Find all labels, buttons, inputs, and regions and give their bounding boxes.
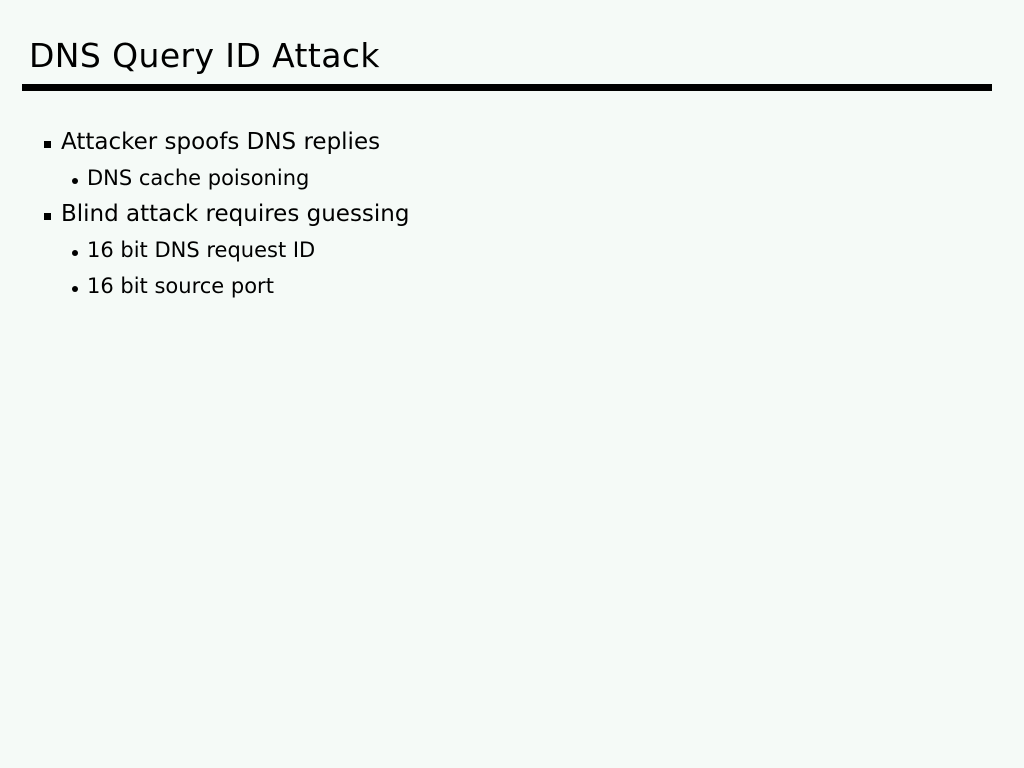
bullet-list: Attacker spoofs DNS replies DNS cache po… (0, 126, 1024, 306)
list-item-label: 16 bit source port (87, 274, 274, 298)
list-item: Blind attack requires guessing (0, 198, 1024, 234)
round-bullet-icon (72, 250, 78, 256)
list-item-label: Blind attack requires guessing (61, 201, 410, 227)
square-bullet-icon (44, 213, 51, 220)
list-item-label: Attacker spoofs DNS replies (61, 129, 381, 155)
page-title: DNS Query ID Attack (29, 36, 380, 75)
title-divider (22, 84, 992, 91)
list-item: 16 bit DNS request ID (0, 234, 1024, 270)
list-item: DNS cache poisoning (0, 162, 1024, 198)
list-item: Attacker spoofs DNS replies (0, 126, 1024, 162)
round-bullet-icon (72, 286, 78, 292)
list-item: 16 bit source port (0, 270, 1024, 306)
list-item-label: 16 bit DNS request ID (87, 238, 316, 262)
list-item-label: DNS cache poisoning (87, 166, 310, 190)
round-bullet-icon (72, 178, 78, 184)
square-bullet-icon (44, 141, 51, 148)
